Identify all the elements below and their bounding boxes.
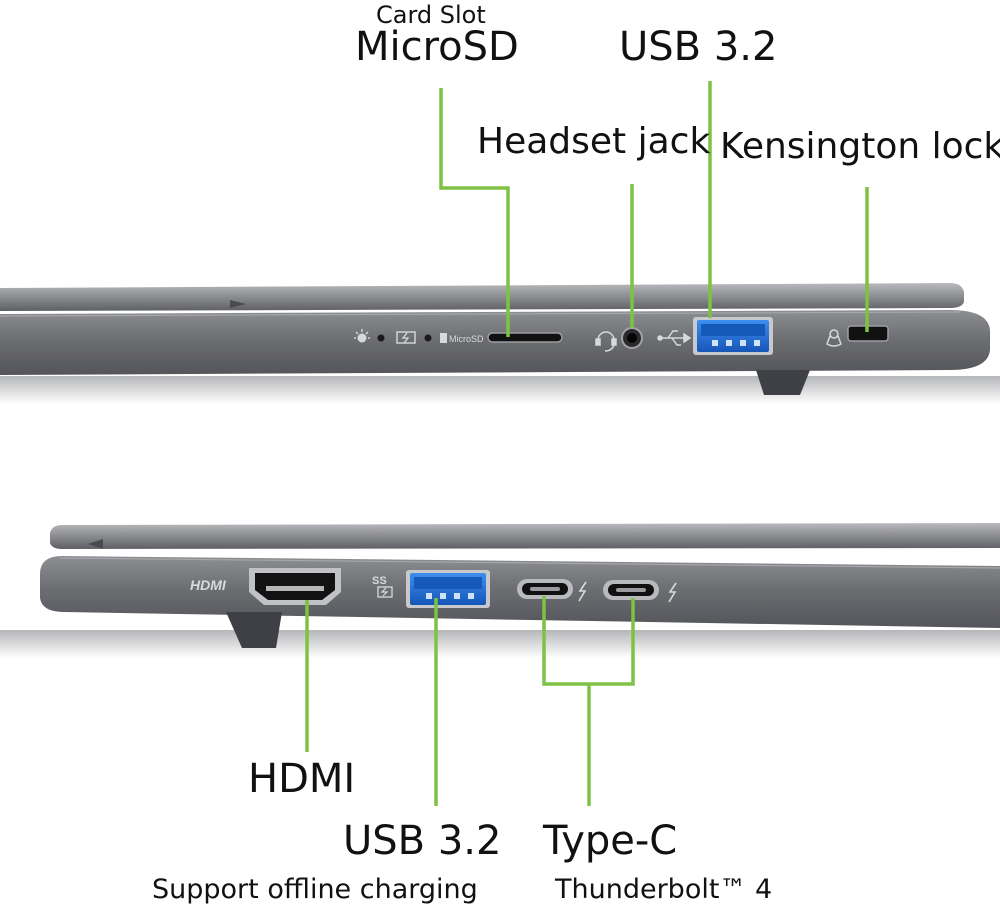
leader-lines-top	[439, 81, 869, 337]
hdmi-label: HDMI	[248, 756, 356, 802]
microsd-caption-label: Card Slot	[376, 1, 486, 29]
laptop-lid-bottom	[50, 523, 1000, 549]
usb-label-top: USB 3.2	[619, 24, 778, 70]
rubber-foot	[756, 370, 810, 395]
usb-note-label: Support offline charging	[152, 874, 478, 905]
typec-label: Type-C	[543, 818, 678, 864]
thunderbolt-icon-2	[668, 582, 677, 603]
microsd-slot	[487, 332, 563, 343]
usb-label-bottom: USB 3.2	[343, 818, 502, 864]
laptop-lid	[0, 283, 964, 311]
hdmi-port	[249, 568, 341, 605]
floor-shadow-bottom	[0, 630, 1000, 658]
headset-jack-label: Headset jack	[477, 121, 711, 162]
leader-lines-bottom	[305, 596, 635, 806]
floor-shadow	[0, 376, 1000, 404]
microsd-card-icon	[440, 333, 447, 343]
usb-a-port	[693, 317, 773, 355]
thunderbolt-note-label: Thunderbolt™ 4	[555, 874, 773, 905]
battery-charge-icon	[396, 331, 416, 344]
thunderbolt-icon-1	[578, 581, 587, 602]
power-led	[377, 334, 385, 342]
hinge-seam	[230, 300, 246, 308]
usb-superspeed-icon: SS	[372, 575, 393, 598]
microsd-label: MicroSD	[355, 24, 519, 70]
usb-c-port-2	[603, 580, 659, 600]
hdmi-port-text: HDMI	[190, 577, 227, 593]
power-led-icon	[354, 329, 370, 343]
usb-a-port-bottom	[406, 570, 490, 608]
battery-led	[424, 334, 432, 342]
laptop-bottom-side: HDMI SS	[0, 523, 1000, 806]
headset-icon	[595, 331, 617, 352]
lock-icon	[826, 329, 842, 347]
rubber-foot-bottom	[226, 612, 282, 648]
usb-icon	[657, 330, 692, 346]
microsd-port-text: MicroSD	[449, 334, 484, 344]
kensington-lock-label: Kensington lock	[720, 126, 1000, 167]
laptop-top-side: MicroSD	[0, 81, 1000, 404]
usb-c-port-1	[517, 579, 573, 599]
svg-text:SS: SS	[372, 575, 387, 587]
